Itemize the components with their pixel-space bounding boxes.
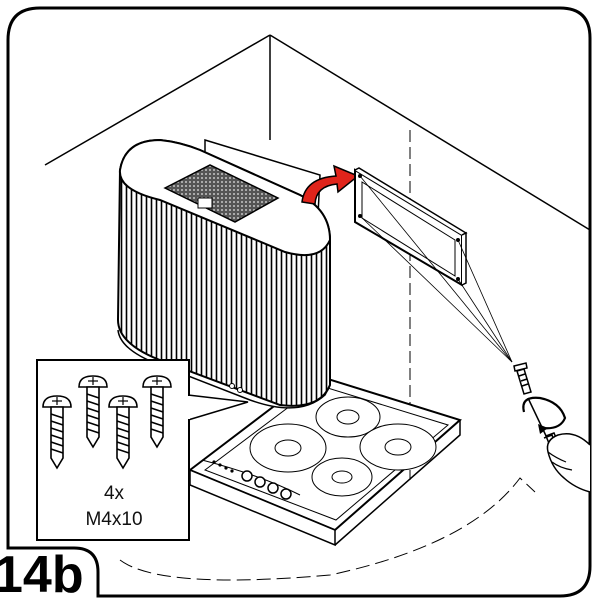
rotation-arrow-icon — [301, 164, 360, 205]
screw-icon — [108, 395, 138, 470]
control-knobs — [241, 470, 292, 500]
step-number: 14b — [0, 546, 84, 601]
screw-icon — [513, 362, 532, 395]
rotation-arrow-icon — [522, 396, 567, 430]
cooktop — [188, 373, 462, 547]
callout-pointer — [187, 394, 249, 421]
guide-lines — [359, 175, 513, 363]
wall-lines — [44, 34, 591, 231]
cooker-hood — [116, 138, 332, 409]
screw-size: M4x10 — [85, 509, 143, 530]
floor-dashed — [119, 477, 536, 581]
back-panel — [354, 167, 468, 287]
screw-quantity: 4x — [103, 483, 125, 504]
frame-border — [6, 6, 592, 598]
